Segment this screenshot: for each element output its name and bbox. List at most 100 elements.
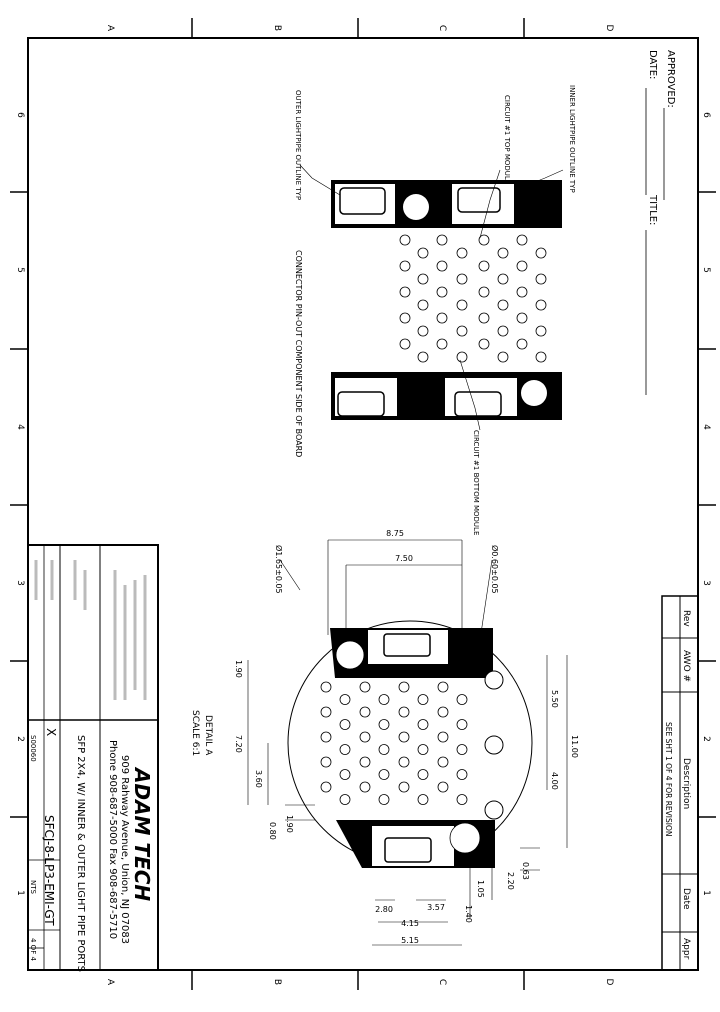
zone-letter: D <box>604 979 614 986</box>
detail-hole <box>359 706 371 718</box>
pin-grid <box>399 234 547 363</box>
company-phone: Phone 908-687-5000 Fax 908-687-5710 <box>107 740 118 939</box>
detail-title: DETAIL A <box>203 715 213 756</box>
pin-hole <box>399 234 411 246</box>
pin-hole <box>399 286 411 298</box>
detail-hole <box>437 681 449 693</box>
sheet-number: 4 OF 4 <box>29 938 37 961</box>
pin-hole <box>535 325 547 337</box>
zone-number: 4 <box>15 424 25 430</box>
zone-letter: A <box>105 979 115 986</box>
detail-hole <box>320 681 332 693</box>
detail-hole <box>398 756 410 768</box>
zone-numbers-left: 6 5 4 3 2 1 <box>15 112 25 896</box>
dim-label: 1.40 <box>464 905 473 923</box>
detail-hole <box>456 694 468 705</box>
awo-header: AWO # <box>681 650 691 682</box>
pin-hole <box>417 325 429 337</box>
dim-label: 7.20 <box>234 735 243 753</box>
dim-label: 3.60 <box>254 770 263 788</box>
pin-hole <box>535 299 547 311</box>
zone-letter: A <box>105 25 115 32</box>
dim-label: 1.90 <box>234 660 243 678</box>
title-label: TITLE: <box>647 194 658 225</box>
detail-a: 8.75 7.50 1.90 7.20 3.60 1.90 0.80 5.50 … <box>190 529 579 946</box>
zone-letter: B <box>272 25 282 31</box>
dim-label: 3.57 <box>427 903 445 912</box>
inner-lightpipe-label: INNER LIGHTPIPE OUTLINE TYP <box>568 85 576 193</box>
zone-numbers-right: 6 5 4 3 2 1 <box>701 112 711 896</box>
zone-letter: D <box>604 25 614 32</box>
zone-letter: C <box>437 25 447 31</box>
part-number: SFCJ-8-LP3-EMI-GT <box>42 815 56 926</box>
detail-hole <box>320 756 332 768</box>
drawing-border <box>27 37 699 971</box>
detail-hole-grid <box>320 681 468 805</box>
pin-hole <box>478 338 490 350</box>
dim-label: 0.63 <box>521 862 530 880</box>
pin-hole <box>399 338 411 350</box>
zone-number: 5 <box>701 267 711 273</box>
pin-hole <box>456 247 468 259</box>
detail-hole <box>456 744 468 755</box>
revision-description: SEE SHT 1 OF 4 FOR REVISION <box>664 722 673 837</box>
pin-hole <box>478 260 490 272</box>
detail-hole <box>359 681 371 693</box>
detail-hole <box>417 694 429 705</box>
pin-hole <box>497 325 509 337</box>
hole-large-callout: Ø1.65±0.05 <box>274 545 284 594</box>
dim-label: 5.15 <box>401 936 419 945</box>
tolerance-notes <box>34 560 147 700</box>
connector-pinout-label: CONNECTOR PIN-OUT COMPONENT SIDE OF BOAR… <box>294 250 303 457</box>
dim-label: 0.80 <box>268 822 277 840</box>
pin-hole <box>436 286 448 298</box>
pin-hole <box>478 312 490 324</box>
zone-ticks <box>10 18 716 990</box>
pin-hole <box>417 273 429 285</box>
rev-header: Rev <box>681 610 691 627</box>
detail-hole <box>378 719 390 730</box>
pin-hole <box>535 351 547 363</box>
detail-hole <box>456 794 468 805</box>
company-name: ADAM TECH <box>130 766 154 901</box>
approved-label: APPROVED: <box>665 50 676 108</box>
part-description: SFP 2X4, W/ INNER & OUTER LIGHT PIPE POR… <box>75 735 86 972</box>
dim-label: 2.80 <box>375 905 393 914</box>
dim-label: 2.20 <box>506 872 515 890</box>
title-block: ADAM TECH 909 Rahway Avenue, Union, NJ 0… <box>27 544 159 972</box>
zone-number: 3 <box>15 580 25 586</box>
detail-hole <box>378 769 390 780</box>
pin-hole <box>417 247 429 259</box>
approval-block: APPROVED: DATE: TITLE: <box>645 50 676 395</box>
zone-number: 2 <box>15 736 25 742</box>
drawing-code: S00060 <box>29 735 37 762</box>
zone-number: 2 <box>701 736 711 742</box>
detail-hole <box>398 681 410 693</box>
detail-hole <box>320 781 332 793</box>
detail-hole <box>437 781 449 793</box>
pin-hole <box>456 351 468 363</box>
pin-hole <box>497 351 509 363</box>
detail-hole <box>339 719 351 730</box>
pin-hole <box>535 273 547 285</box>
scale-value: NTS <box>29 880 37 895</box>
dim-label: 1.90 <box>285 815 294 833</box>
zone-number: 6 <box>15 112 25 118</box>
pin-hole <box>417 299 429 311</box>
revision-block: Rev AWO # Description Date Appr SEE SHT … <box>661 595 699 971</box>
detail-hole <box>437 756 449 768</box>
pin-hole <box>516 260 528 272</box>
detail-hole <box>417 794 429 805</box>
hole-small-callout: Ø0.60±0.05 <box>490 545 500 594</box>
zone-number: 4 <box>701 424 711 430</box>
date-header: Date <box>681 888 691 910</box>
pin-hole <box>535 247 547 259</box>
detail-hole <box>437 731 449 743</box>
dim-label: 7.50 <box>395 554 413 563</box>
dim-label: 8.75 <box>386 529 404 538</box>
top-module-label: CIRCUIT #1 TOP MODULE <box>503 95 511 184</box>
pin-hole <box>436 260 448 272</box>
bottom-module-label: CIRCUIT #1 BOTTOM MODULE <box>472 430 480 535</box>
pinout-view: INNER LIGHTPIPE OUTLINE TYP CIRCUIT #1 T… <box>294 85 576 535</box>
